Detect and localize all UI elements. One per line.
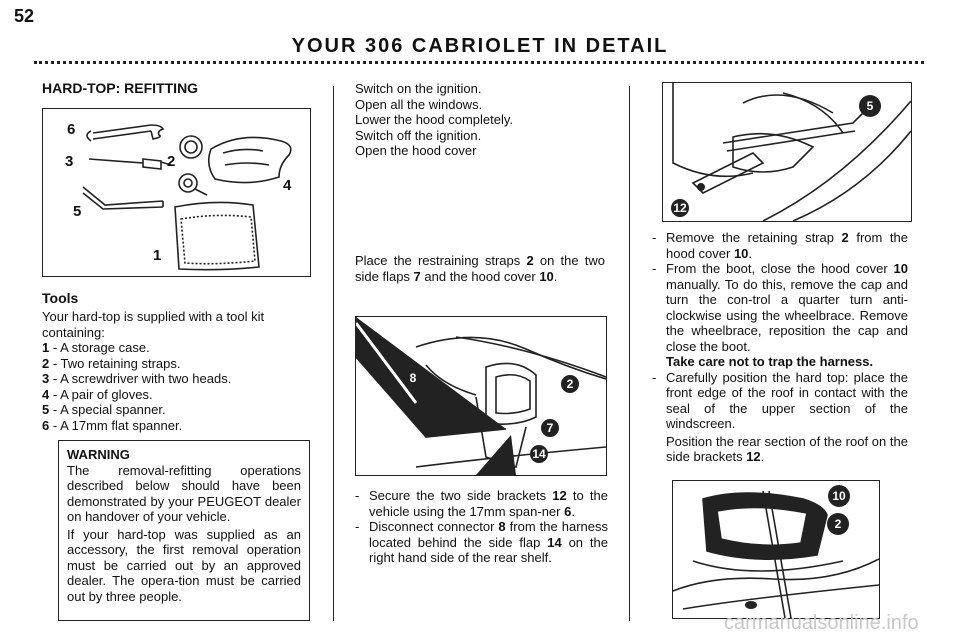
instruction-item: -Carefully position the hard top: place … bbox=[652, 369, 908, 432]
harness-warning: Take care not to trap the harness. bbox=[666, 354, 874, 369]
tools-heading: Tools bbox=[42, 290, 79, 306]
tools-list-item: 1 - A storage case. bbox=[42, 340, 150, 355]
ignition-steps: Switch on the ignition. Open all the win… bbox=[355, 81, 605, 159]
warning-title: WARNING bbox=[67, 447, 130, 462]
figure-label-3: 3 bbox=[65, 153, 74, 170]
watermark: carmanualsonline.info bbox=[724, 612, 919, 634]
hardtop-illustration bbox=[673, 490, 879, 618]
instruction-item: -From the boot, close the hood cover 10 … bbox=[652, 261, 908, 354]
figure-label-5: 5 bbox=[859, 95, 881, 117]
gloves-icon bbox=[207, 136, 292, 184]
figure-label-5: 5 bbox=[73, 203, 82, 220]
tools-list-item: 6 - A 17mm flat spanner. bbox=[42, 417, 183, 433]
special-spanner-icon bbox=[82, 186, 164, 210]
toolkit-illustration bbox=[82, 124, 292, 271]
tools-list: 1 - A storage case. 2 - Two retaining st… bbox=[42, 340, 310, 433]
flat-spanner-icon bbox=[86, 124, 165, 142]
step-line: Switch on the ignition. bbox=[355, 81, 482, 96]
warning-box: WARNING The removal-refitting operations… bbox=[58, 440, 310, 621]
step-line: Lower the hood completely. bbox=[355, 112, 514, 127]
step-line: Open the hood cover bbox=[355, 143, 477, 158]
figure-label-8: 8 bbox=[404, 369, 422, 387]
figure-label-2: 2 bbox=[827, 513, 849, 535]
instruction-item: -Remove the retaining strap 2 from the h… bbox=[652, 230, 908, 261]
step-line: Open all the windows. bbox=[355, 96, 483, 112]
column-separator-left bbox=[333, 86, 334, 621]
hardtop-figure: 10 2 bbox=[672, 480, 880, 619]
right-instructions: -Remove the retaining strap 2 from the h… bbox=[652, 230, 908, 465]
tools-list-item: 4 - A pair of gloves. bbox=[42, 386, 153, 402]
figure-label-10: 10 bbox=[828, 485, 850, 507]
side-flap-figure: 8 2 7 14 bbox=[355, 316, 607, 476]
warning-paragraph: If your hard-top was supplied as an acce… bbox=[67, 526, 301, 604]
tools-list-item: 2 - Two retaining straps. bbox=[42, 355, 181, 371]
column-separator-right bbox=[629, 86, 630, 621]
page-number: 52 bbox=[14, 6, 35, 26]
figure-label-2: 2 bbox=[561, 375, 579, 393]
figure-label-2: 2 bbox=[167, 153, 176, 170]
tools-intro: Your hard-top is supplied with a tool ki… bbox=[42, 309, 265, 340]
middle-instructions: -Secure the two side brackets 12 to the … bbox=[355, 488, 608, 566]
screwdriver-icon bbox=[88, 158, 172, 170]
figure-label-12: 12 bbox=[671, 199, 689, 217]
tools-list-item: 3 - A screwdriver with two heads. bbox=[42, 371, 232, 386]
side-flap-illustration bbox=[356, 317, 606, 475]
step-line: Switch off the ignition. bbox=[355, 127, 482, 143]
figure-label-1: 1 bbox=[153, 247, 162, 264]
figure-label-14: 14 bbox=[530, 445, 548, 463]
section-heading: HARD-TOP: REFITTING bbox=[42, 80, 199, 96]
tools-list-item: 5 - A special spanner. bbox=[42, 402, 166, 417]
figure-label-4: 4 bbox=[283, 177, 292, 194]
figure-label-6: 6 bbox=[67, 121, 76, 138]
instruction-item: -Secure the two side brackets 12 to the … bbox=[355, 488, 609, 519]
retaining-strap-icon bbox=[178, 135, 208, 196]
bracket-illustration bbox=[672, 83, 911, 221]
instruction-continuation: Position the rear section of the roof on… bbox=[666, 433, 908, 465]
bracket-figure: 5 12 bbox=[662, 82, 912, 222]
title-divider bbox=[34, 61, 924, 64]
storage-case-icon bbox=[174, 201, 260, 271]
toolkit-figure: 6 3 2 4 5 1 bbox=[42, 108, 311, 277]
warning-paragraph: The removal-refitting operations describ… bbox=[67, 462, 301, 525]
straps-paragraph: Place the restraining straps 2 on the tw… bbox=[355, 253, 605, 284]
instruction-item: -Disconnect connector 8 from the harness… bbox=[355, 519, 609, 565]
page-title: YOUR 306 CABRIOLET IN DETAIL bbox=[291, 35, 669, 57]
figure-label-7: 7 bbox=[541, 419, 559, 437]
